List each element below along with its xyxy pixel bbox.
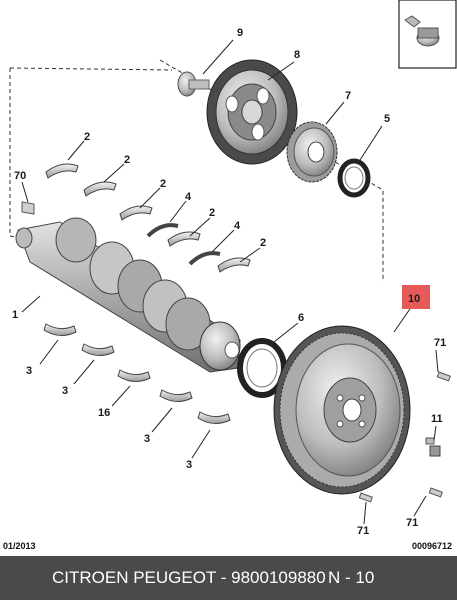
crankshaft-1 (15, 217, 241, 373)
bolt-inset-box (398, 0, 457, 69)
label-3a: 3 (26, 365, 32, 377)
crank-pulley-8 (206, 59, 298, 165)
label-1: 1 (12, 309, 18, 321)
label-3b: 3 (62, 385, 68, 397)
label-2d: 2 (209, 207, 215, 219)
highlight-box-10 (402, 285, 430, 309)
label-70: 70 (14, 170, 26, 182)
bearing-shells-2 (45, 163, 251, 273)
label-2b: 2 (124, 154, 130, 166)
label-16: 16 (98, 407, 110, 419)
label-71c: 71 (357, 525, 369, 537)
label-5: 5 (384, 113, 390, 125)
pulley-bolt-9 (177, 71, 210, 97)
label-7: 7 (345, 90, 351, 102)
label-4a: 4 (185, 191, 192, 203)
key-70 (21, 201, 35, 215)
footer-title: CITROEN PEUGEOT - 9800109880 (52, 568, 326, 587)
label-2e: 2 (260, 237, 266, 249)
label-9: 9 (237, 27, 243, 39)
footer-page: N - 10 (328, 568, 375, 587)
label-2a: 2 (84, 131, 90, 143)
label-4b: 4 (234, 220, 241, 232)
label-6: 6 (298, 312, 304, 324)
dowel-pins-71 (358, 371, 451, 503)
revision-date: 01/2013 (3, 541, 36, 551)
flywheel-10 (273, 325, 411, 495)
label-71b: 71 (406, 517, 418, 529)
label-8: 8 (294, 49, 300, 61)
part-labels: 9 8 7 5 2 2 2 4 2 4 2 70 1 6 10 3 3 16 3… (12, 27, 446, 537)
label-3d: 3 (186, 459, 192, 471)
timing-sprocket-7 (286, 121, 338, 183)
exploded-parts-diagram: 9 8 7 5 2 2 2 4 2 4 2 70 1 6 10 3 3 16 3… (9, 0, 457, 537)
label-10: 10 (408, 293, 420, 305)
label-2c: 2 (160, 178, 166, 190)
document-number: 00096712 (411, 541, 452, 551)
footer-bar: CITROEN PEUGEOT - 9800109880 N - 10 (0, 556, 457, 600)
front-seal-5 (337, 158, 371, 198)
label-11: 11 (431, 413, 443, 425)
bearing-shells-3 (43, 323, 231, 424)
flywheel-bolt-11 (425, 437, 441, 457)
leader-lines (21, 39, 439, 525)
label-3c: 3 (144, 433, 150, 445)
thrust-washers-4 (146, 223, 221, 266)
label-71a: 71 (434, 337, 446, 349)
